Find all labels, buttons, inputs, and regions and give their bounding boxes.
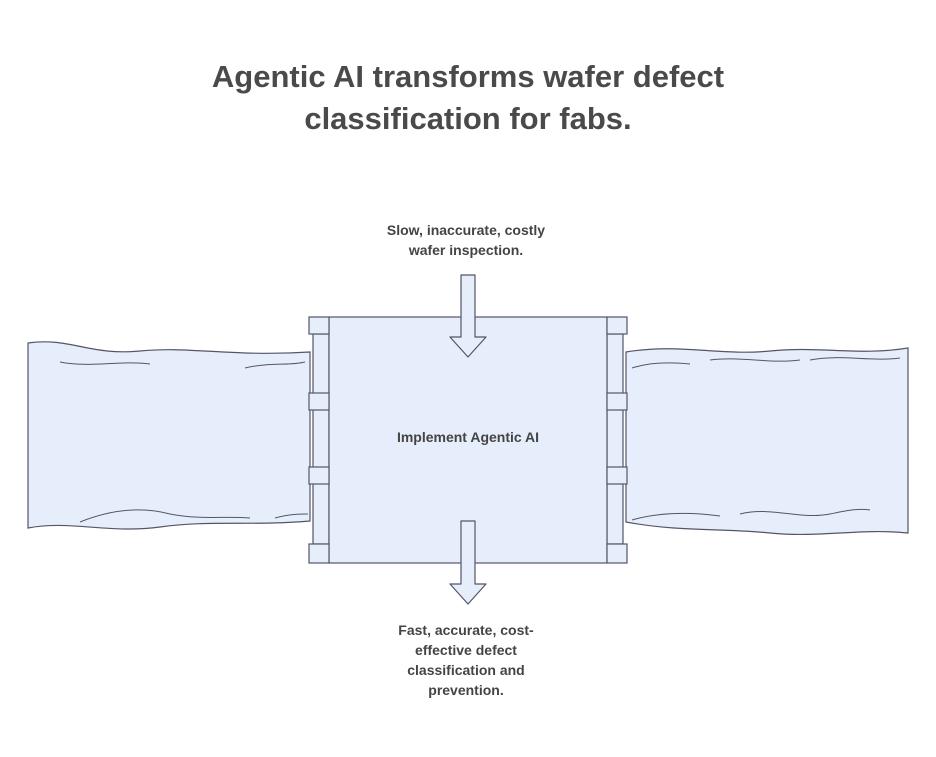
dam-bracket: [606, 466, 628, 485]
input-label: Slow, inaccurate, costly wafer inspectio…: [336, 220, 596, 260]
dam-bracket: [308, 392, 330, 411]
right-river: [625, 347, 909, 536]
dam-bracket: [308, 543, 330, 564]
dam-bracket: [606, 543, 628, 564]
input-label-line-1: Slow, inaccurate, costly: [386, 222, 546, 238]
right-river-wave: [631, 512, 721, 521]
process-label: Implement Agentic AI: [396, 429, 540, 445]
dam-left-post: [312, 333, 330, 545]
left-river-wave: [274, 513, 309, 519]
right-river-wave: [739, 508, 871, 517]
dam-bracket: [308, 466, 330, 485]
output-label: Fast, accurate, cost- effective defect c…: [356, 620, 576, 700]
title-line-2: classification for fabs.: [304, 101, 632, 136]
dam-bracket: [606, 316, 628, 335]
output-label-line-4: prevention.: [428, 682, 504, 698]
left-river-wave: [79, 509, 251, 523]
right-river-wave: [809, 357, 901, 361]
left-river: [27, 341, 311, 530]
output-label-line-1: Fast, accurate, cost-: [398, 622, 534, 638]
dam-bracket: [606, 392, 628, 411]
input-arrow-icon: [449, 274, 487, 358]
output-arrow-icon: [449, 520, 487, 605]
right-river-wave: [631, 362, 691, 369]
diagram-title: Agentic AI transforms wafer defect class…: [0, 56, 936, 140]
dam-right-post: [606, 333, 624, 545]
title-line-1: Agentic AI transforms wafer defect: [211, 59, 725, 94]
right-river-wave: [709, 358, 801, 362]
input-label-line-2: wafer inspection.: [408, 242, 524, 258]
left-river-wave: [59, 361, 151, 365]
left-river-wave: [244, 361, 306, 369]
dam-bracket: [308, 316, 330, 335]
output-label-line-3: classification and: [407, 662, 525, 678]
output-label-line-2: effective defect: [415, 642, 517, 658]
